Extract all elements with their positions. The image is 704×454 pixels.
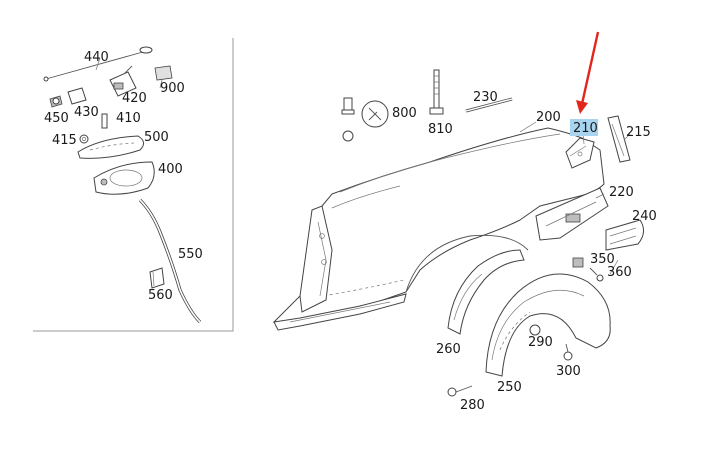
callout-350: 350 xyxy=(590,252,615,267)
leader-lines xyxy=(95,57,631,275)
callout-300: 300 xyxy=(556,364,581,379)
callout-550: 550 xyxy=(178,247,203,262)
top-hardware xyxy=(341,69,513,142)
fuel-door-assembly xyxy=(43,46,202,324)
callout-450: 450 xyxy=(44,111,69,126)
callout-240: 240 xyxy=(632,209,657,224)
callout-220: 220 xyxy=(609,185,634,200)
callout-400: 400 xyxy=(158,162,183,177)
callout-440: 440 xyxy=(84,50,109,65)
callout-250: 250 xyxy=(497,380,522,395)
callout-230: 230 xyxy=(473,90,498,105)
highlight-210 xyxy=(570,119,598,136)
wheel-arch-liners xyxy=(447,249,611,397)
callout-415: 415 xyxy=(52,133,77,148)
callout-360: 360 xyxy=(607,265,632,280)
callout-280: 280 xyxy=(460,398,485,413)
inset-frame xyxy=(33,38,234,332)
rear-side-panel xyxy=(272,127,605,331)
callout-800: 800 xyxy=(392,106,417,121)
rear-parts xyxy=(535,115,644,282)
callout-290: 290 xyxy=(528,335,553,350)
callout-900: 900 xyxy=(160,81,185,96)
callout-200: 200 xyxy=(536,110,561,125)
callout-215: 215 xyxy=(626,125,651,140)
callout-260: 260 xyxy=(436,342,461,357)
callout-210: 210 xyxy=(573,121,598,136)
pointer-arrow xyxy=(576,31,600,114)
callout-810: 810 xyxy=(428,122,453,137)
callout-420: 420 xyxy=(122,91,147,106)
callout-500: 500 xyxy=(144,130,169,145)
callout-560: 560 xyxy=(148,288,173,303)
callout-410: 410 xyxy=(116,111,141,126)
callout-430: 430 xyxy=(74,105,99,120)
callout-labels: 440 900 450 430 420 410 415 500 400 550 … xyxy=(44,50,657,413)
